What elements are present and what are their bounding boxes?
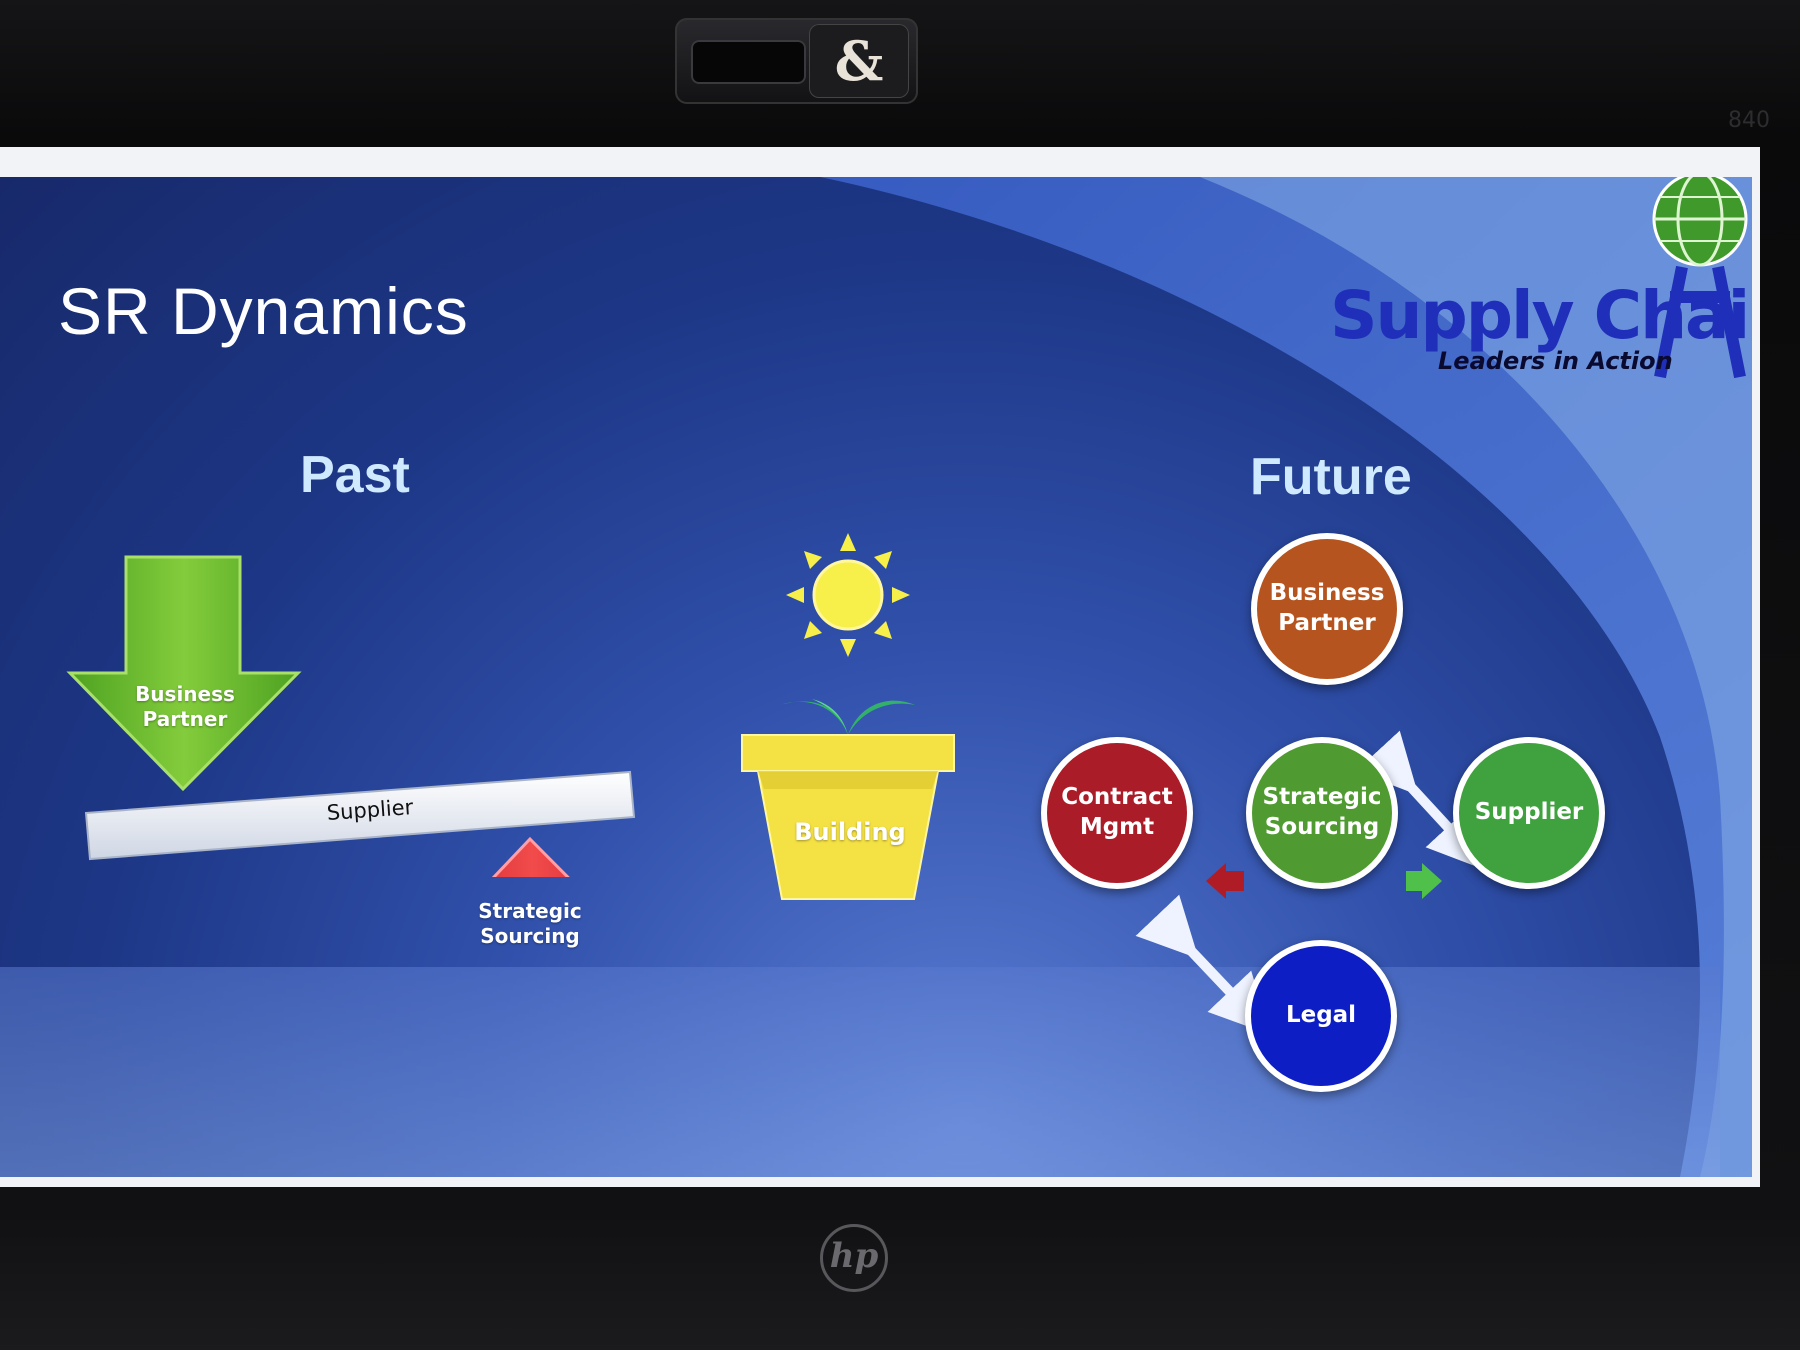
future-supplier-node: Supplier [1453,737,1605,889]
logo-name: Supply Chain [1330,277,1752,354]
building-label: Building [794,818,906,846]
webcam-slider-tab[interactable]: & [809,24,909,98]
future-legal-node: Legal [1245,940,1397,1092]
laptop-screen: SR Dynamics Past Future Supply Chain Lea… [0,147,1760,1187]
past-heading: Past [300,446,410,504]
webcam-cover[interactable]: & [675,18,918,104]
growth-illustration [741,533,955,900]
sprout-icon [780,699,915,735]
contract-legal-double-arrow [1135,894,1271,1035]
hp-logo-icon: hp [820,1224,888,1292]
future-heading: Future [1250,448,1412,506]
right-arrow-to-supplier [1406,863,1442,899]
left-arrow-to-contract-mgmt [1206,863,1244,899]
strategic-sourcing-up-arrow [491,836,570,877]
ampersand-logo-icon: & [834,29,884,93]
past-strategic-sourcing-label: Strategic Sourcing [478,899,582,948]
business-partner-down-arrow [66,555,302,792]
supply-chain-logo: Supply Chain Leaders in Action [1330,177,1752,397]
presentation-slide: SR Dynamics Past Future Supply Chain Lea… [0,177,1752,1177]
model-number: 840 [1728,108,1770,133]
webcam-slot [691,40,806,84]
slide-title: SR Dynamics [58,274,469,348]
flower-pot-icon [741,734,955,900]
supplier-bar [84,770,636,861]
past-diagram [66,555,636,877]
sun-icon [786,533,910,657]
logo-tagline: Leaders in Action [1438,347,1673,375]
globe-icon [1652,177,1748,379]
past-business-partner-label: Business Partner [135,682,235,731]
